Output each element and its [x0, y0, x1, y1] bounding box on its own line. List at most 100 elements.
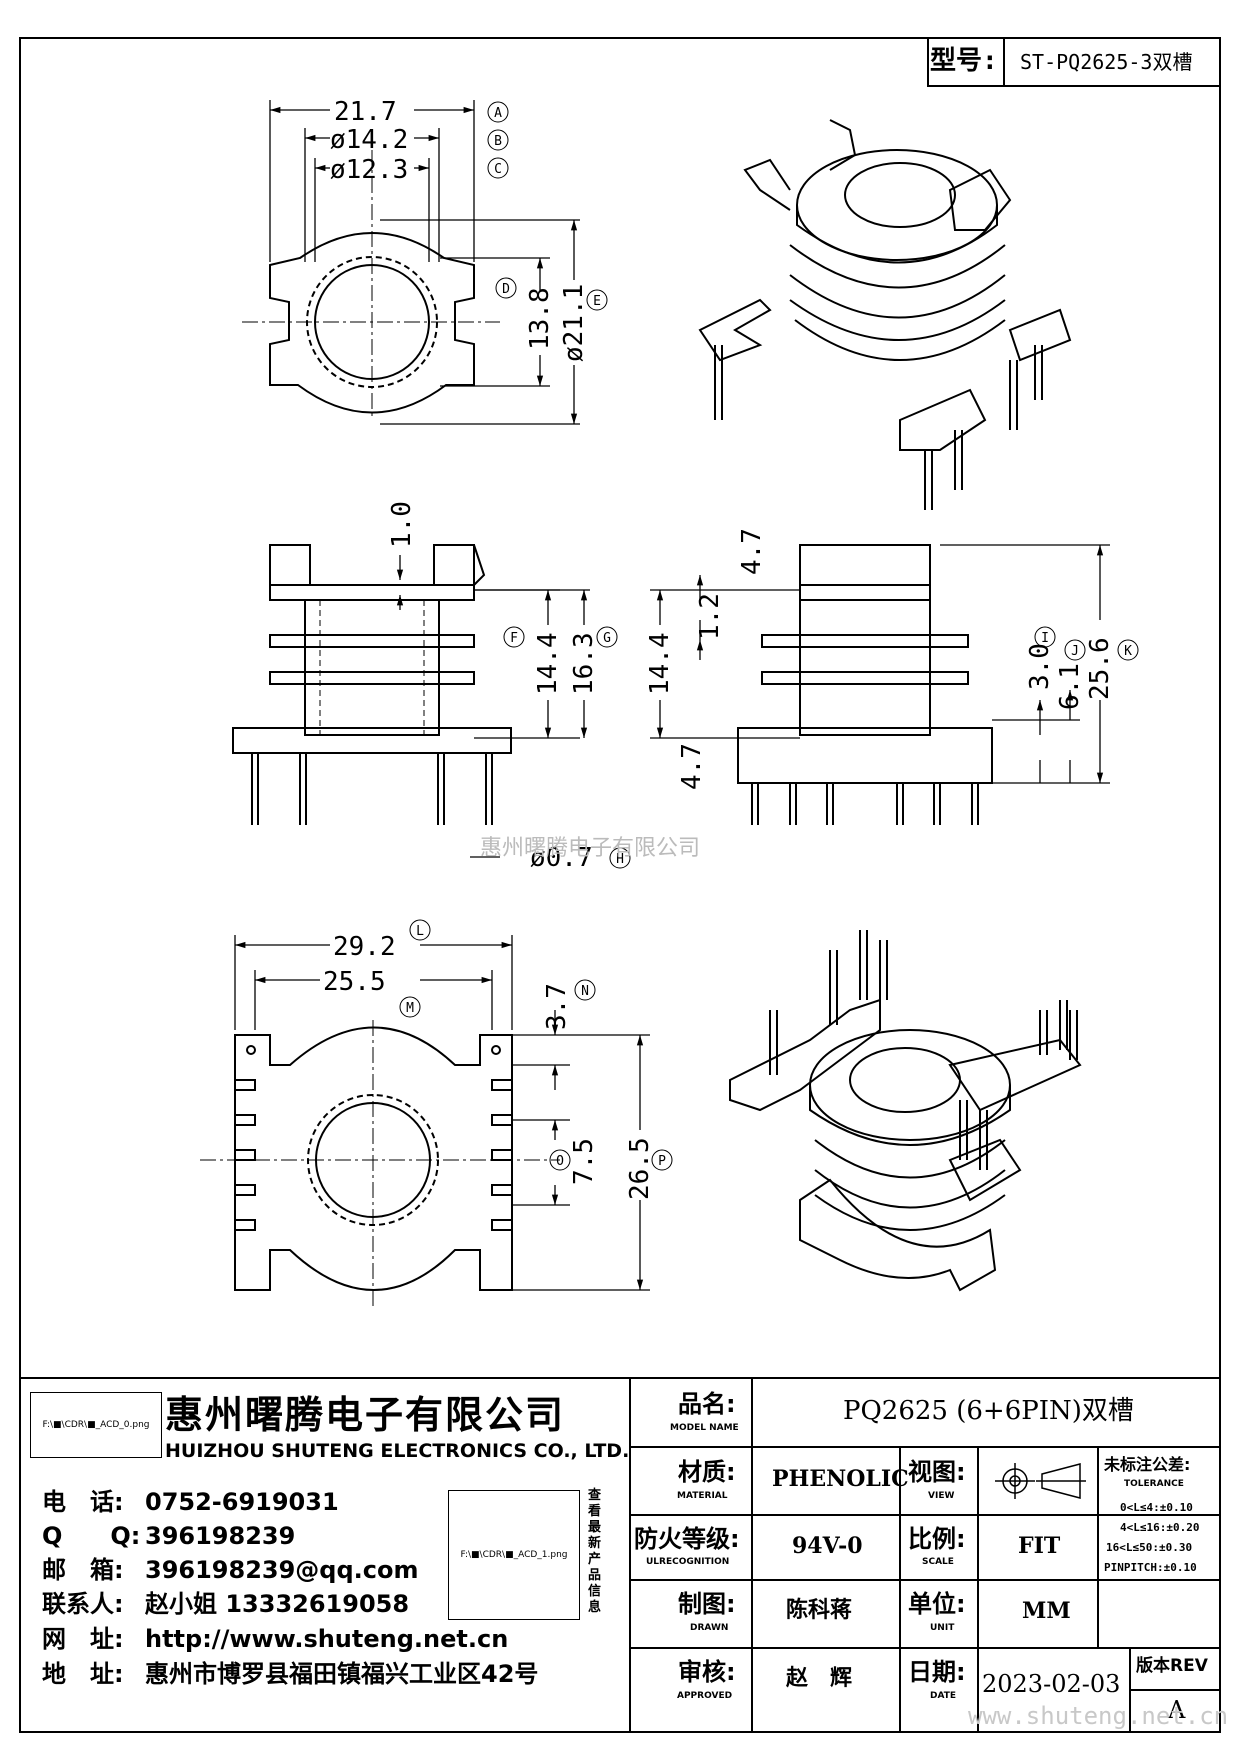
marker-f: F — [510, 631, 518, 646]
marker-o: O — [556, 1154, 564, 1169]
front-view-marker-letters: F G H — [510, 631, 624, 867]
dim-l: 29.2 — [333, 932, 396, 962]
view-label: 视图: — [908, 1458, 966, 1486]
fire-rating-label: 防火等级: — [634, 1525, 740, 1553]
qr-caption: 查看最新产品信息 — [588, 1488, 602, 1615]
model-value: ST-PQ2625-3双槽 — [1020, 50, 1193, 74]
contact-value: 赵小姐 13332619058 — [145, 1590, 410, 1618]
company-logo-placeholder: F:\■\CDR\■_ACD_0.png — [30, 1392, 162, 1458]
side-view-marker-letters: I J K — [1041, 631, 1132, 659]
material-label-en: MATERIAL — [677, 1491, 728, 1501]
dim-f: 14.4 — [533, 632, 563, 695]
dim-inner: 14.4 — [645, 632, 675, 695]
phone-value: 0752-6919031 — [145, 1488, 339, 1516]
tolerance-line-3: 16<L≤50:±0.30 — [1106, 1541, 1193, 1554]
date-label-en: DATE — [930, 1691, 957, 1701]
dim-e: ø21.1 — [559, 284, 589, 362]
side-view-dimensions — [650, 544, 1110, 784]
material-value: PHENOLIC — [772, 1466, 909, 1492]
drawn-label: 制图: — [678, 1590, 736, 1618]
email-value[interactable]: 396198239@qq.com — [145, 1556, 419, 1584]
watermark-bottom: www.shuteng.net.cn — [968, 1702, 1229, 1730]
front-view — [232, 544, 512, 825]
dim-n: 3.7 — [542, 983, 572, 1030]
date-label: 日期: — [908, 1658, 966, 1686]
model-header-box — [927, 37, 1221, 87]
revision-label: 版本REV — [1136, 1656, 1208, 1676]
approved-value: 赵 辉 — [786, 1666, 853, 1691]
dim-bottom: 4.7 — [677, 743, 707, 790]
scale-label-en: SCALE — [922, 1557, 954, 1567]
dim-d: 13.8 — [525, 287, 555, 350]
isometric-view-top — [698, 119, 1072, 510]
material-label: 材质: — [678, 1458, 736, 1486]
address-value: 惠州市博罗县福田镇福兴工业区42号 — [145, 1660, 539, 1688]
drawn-value: 陈科蒋 — [786, 1598, 853, 1623]
dim-b: ø14.2 — [330, 125, 408, 155]
bottom-view-marker-letters: L M N O P — [406, 924, 666, 1169]
marker-j: J — [1071, 644, 1079, 659]
web-label: 网 址: — [42, 1625, 124, 1653]
top-view — [242, 150, 500, 420]
revision-value: A — [1168, 1696, 1186, 1724]
tolerance-label: 未标注公差: — [1104, 1455, 1191, 1474]
dim-c: ø12.3 — [330, 155, 408, 185]
tolerance-label-en: TOLERANCE — [1124, 1479, 1184, 1489]
model-name-label-en: MODEL NAME — [670, 1423, 739, 1433]
top-view-markers — [487, 101, 608, 311]
fire-rating-label-en: ULRECOGNITION — [646, 1557, 730, 1567]
qq-label: Q Q: — [42, 1522, 141, 1550]
dim-gap: 1.0 — [387, 501, 417, 548]
top-view-marker-letters: A B C D E — [494, 106, 601, 309]
side-view — [737, 544, 993, 825]
bottom-view-dimensions — [234, 935, 650, 1291]
bottom-view — [200, 1020, 560, 1310]
company-name-cn: 惠州曙腾电子有限公司 — [165, 1393, 566, 1437]
dim-slot: 1.2 — [695, 593, 725, 640]
dim-m: 25.5 — [323, 967, 386, 997]
tolerance-line-2: 4<L≤16:±0.20 — [1120, 1521, 1200, 1534]
marker-k: K — [1124, 644, 1132, 659]
dim-k: 25.6 — [1085, 637, 1115, 700]
dim-top: 4.7 — [737, 528, 767, 575]
fire-rating-value: 94V-0 — [792, 1533, 863, 1559]
marker-m: M — [406, 1001, 414, 1016]
marker-e: E — [593, 294, 601, 309]
qr-code-placeholder: F:\■\CDR\■_ACD_1.png — [448, 1490, 580, 1620]
model-label: 型号: — [930, 46, 998, 76]
date-value: 2023-02-03 — [982, 1670, 1121, 1698]
phone-label: 电 话: — [42, 1488, 124, 1516]
marker-c: C — [494, 162, 502, 177]
email-label: 邮 箱: — [42, 1556, 124, 1584]
view-projection-icon — [995, 1463, 1086, 1499]
side-view-markers — [1034, 626, 1139, 661]
marker-i: I — [1041, 631, 1049, 646]
unit-value: MM — [1022, 1598, 1071, 1624]
scale-label: 比例: — [908, 1525, 966, 1553]
titleblock-grid — [20, 1377, 1220, 1732]
company-name-en: HUIZHOU SHUTENG ELECTRONICS CO., LTD. — [165, 1440, 630, 1462]
tolerance-line-1: 0<L≤4:±0.10 — [1120, 1501, 1193, 1514]
watermark-mid: 惠州曙腾电子有限公司 — [480, 836, 701, 861]
unit-label: 单位: — [908, 1590, 966, 1618]
tolerance-line-4: PINPITCH:±0.10 — [1104, 1561, 1197, 1574]
dim-g: 16.3 — [569, 632, 599, 695]
dim-a: 21.7 — [334, 97, 397, 127]
marker-b: B — [494, 134, 502, 149]
contact-label: 联系人: — [42, 1590, 124, 1618]
dim-p: 26.5 — [625, 1137, 655, 1200]
view-label-en: VIEW — [928, 1491, 955, 1501]
approved-label: 审核: — [678, 1658, 736, 1686]
bottom-view-markers — [399, 919, 673, 1171]
isometric-view-bottom — [729, 930, 1082, 1292]
web-link[interactable]: http://www.shuteng.net.cn — [145, 1625, 509, 1653]
marker-p: P — [658, 1154, 666, 1169]
dim-o: 7.5 — [569, 1138, 599, 1185]
top-view-dimensions — [269, 100, 580, 425]
dim-j: 6.1 — [1055, 663, 1085, 710]
bottom-view-dim-text: 29.2 25.5 3.7 7.5 26.5 — [323, 932, 655, 1200]
marker-h: H — [616, 852, 624, 867]
approved-label-en: APPROVED — [677, 1691, 733, 1701]
front-view-dim-text: 1.0 14.4 16.3 ø0.7 — [387, 501, 599, 873]
marker-g: G — [603, 631, 611, 646]
